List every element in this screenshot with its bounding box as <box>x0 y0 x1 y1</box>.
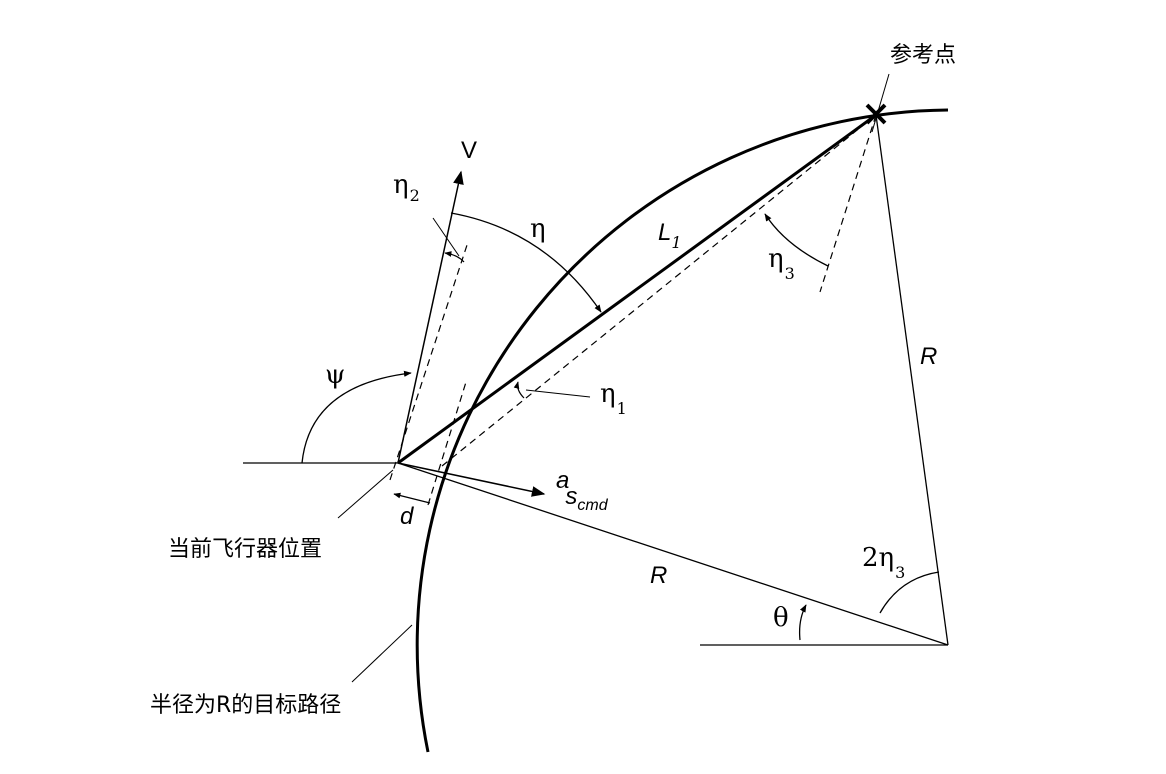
radius-line-ref <box>875 114 949 646</box>
target-path-leader <box>351 624 413 683</box>
radius-lower-label: R <box>650 562 667 589</box>
eta1-arc <box>513 381 525 399</box>
target-path-label: 半径为R的目标路径 <box>150 693 341 718</box>
radius-right-label: R <box>920 343 937 370</box>
eta3-label: η3 <box>768 244 795 283</box>
L1-label: L1 <box>658 219 682 252</box>
L1-line <box>397 113 877 465</box>
velocity-label: V <box>461 137 477 164</box>
d-label: d <box>400 503 414 530</box>
two-eta3-arc <box>879 571 940 614</box>
eta2-label: η2 <box>393 170 420 205</box>
accel-vector <box>397 462 546 497</box>
reference-point-label: 参考点 <box>890 43 956 68</box>
psi-label: ψ <box>325 360 345 390</box>
aircraft-leader <box>337 469 394 519</box>
eta-arc <box>450 212 602 313</box>
eta2-arc <box>444 251 465 263</box>
eta1-leader <box>525 389 591 398</box>
d-arrow <box>393 492 431 504</box>
theta-arc <box>798 604 807 641</box>
target-path-arc <box>415 108 949 753</box>
reference-leader-line <box>871 73 890 133</box>
eta1-label: η1 <box>600 379 627 418</box>
velocity-vector <box>397 170 464 464</box>
radius-line-aircraft <box>397 462 949 646</box>
theta-label: θ <box>773 603 789 633</box>
eta2-leader <box>432 217 460 257</box>
eta3-arc <box>764 213 829 267</box>
aircraft-position-label: 当前飞行器位置 <box>168 537 322 562</box>
psi-arc <box>301 370 412 464</box>
two-eta3-label: 2η3 <box>862 543 905 582</box>
dashed-construction-lines <box>389 114 877 506</box>
eta-label: η <box>530 214 546 244</box>
